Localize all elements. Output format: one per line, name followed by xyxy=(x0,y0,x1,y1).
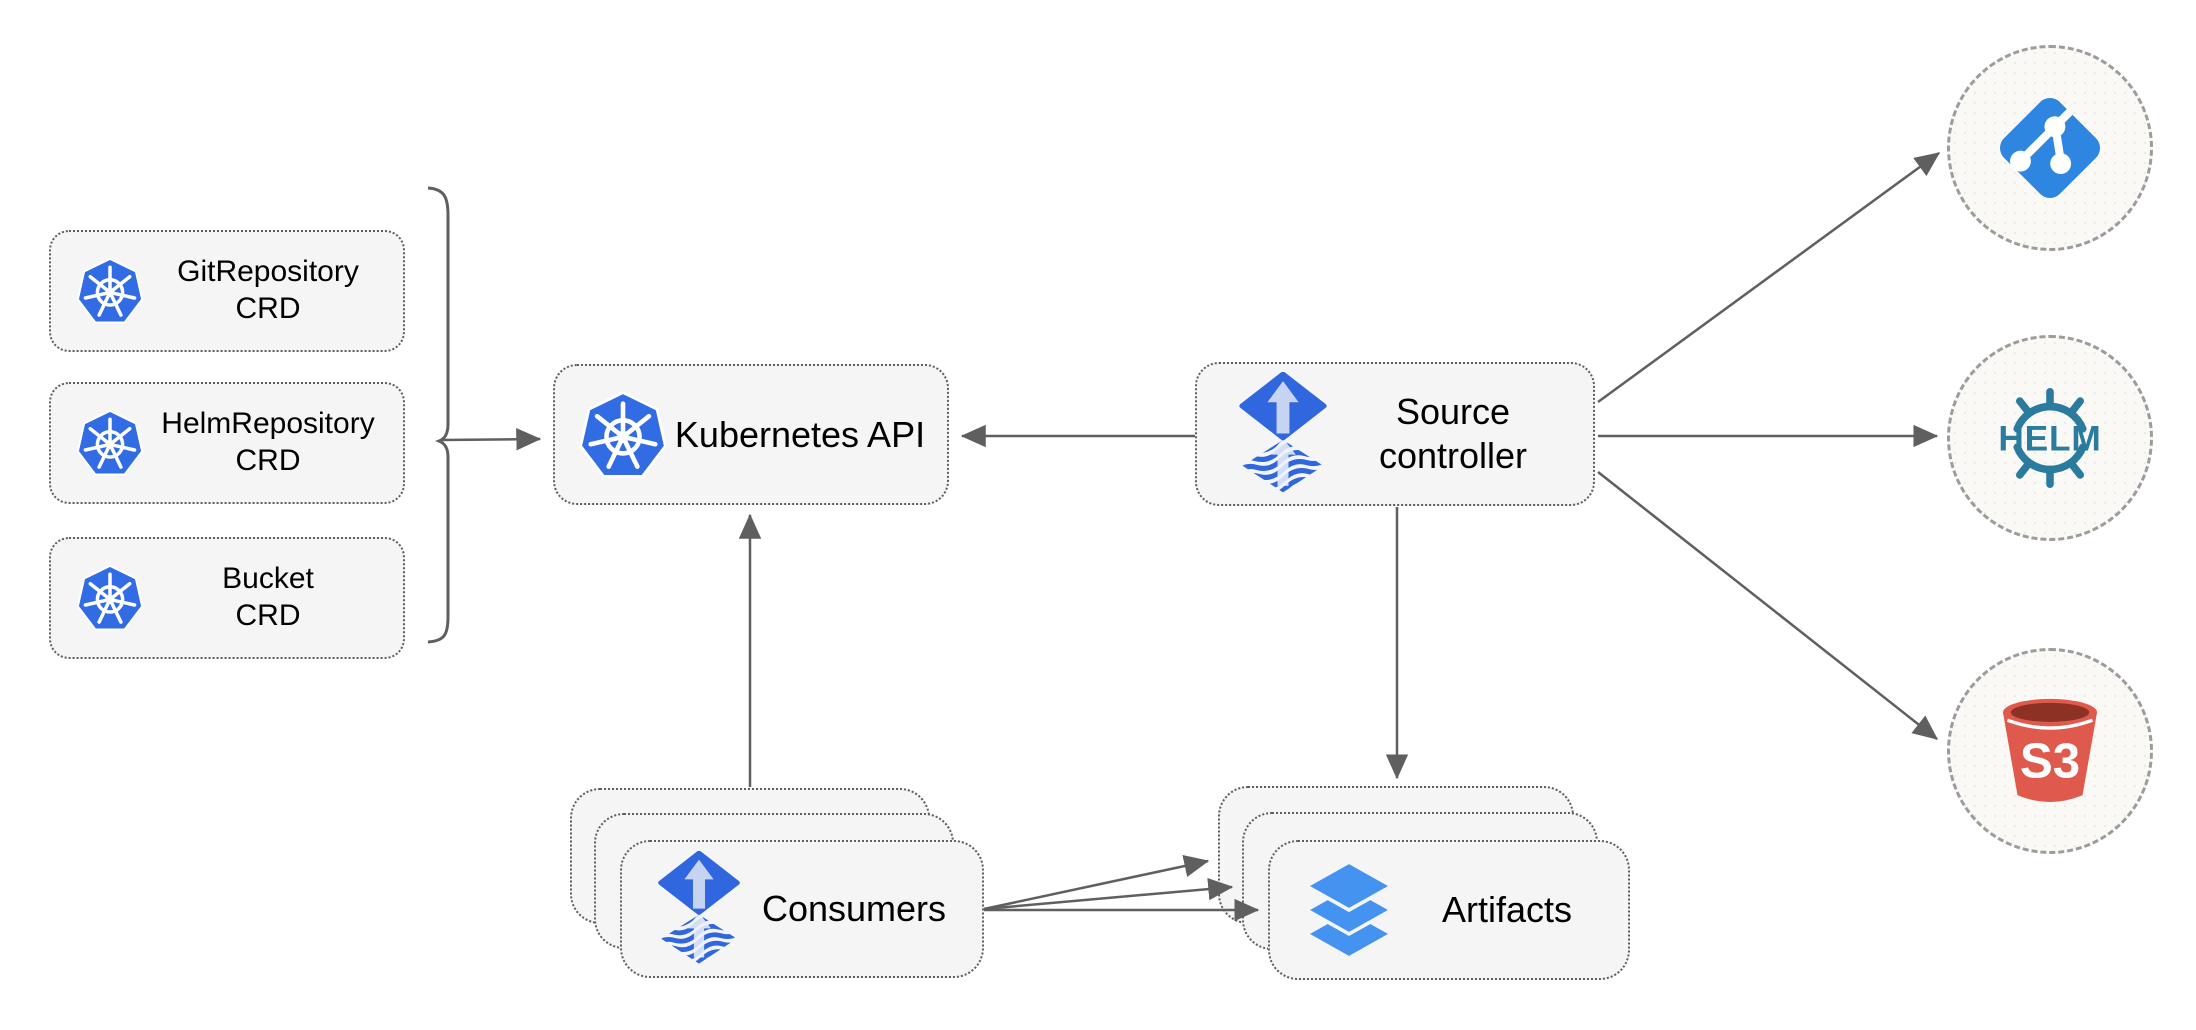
bracket-crds xyxy=(427,186,450,644)
node-label: Artifacts xyxy=(1441,889,1573,931)
edge-source-controller-to-s3 xyxy=(1597,471,1938,740)
node-artifacts: Artifacts xyxy=(1268,840,1630,980)
git-icon xyxy=(1992,90,2108,206)
edge-consumers-to-artifacts-2 xyxy=(983,877,1234,911)
edge-crds-to-kubernetes-api xyxy=(440,427,542,451)
flux-icon xyxy=(1237,372,1329,496)
kubernetes-icon xyxy=(75,563,145,633)
node-label: Kubernetes API xyxy=(674,413,926,455)
edge-consumers-to-artifacts-1 xyxy=(983,854,1210,911)
s3-bucket-icon: S3 xyxy=(1994,692,2106,810)
target-helm: HELM xyxy=(1947,335,2153,541)
helm-icon: HELM xyxy=(1987,383,2113,493)
layers-icon xyxy=(1296,860,1402,960)
target-s3: S3 xyxy=(1947,648,2153,854)
edge-source-controller-to-git xyxy=(1597,151,1941,404)
node-label: Consumers xyxy=(761,888,947,930)
kubernetes-icon xyxy=(75,256,145,326)
helm-logo-text: HELM xyxy=(1998,420,2101,459)
flux-icon xyxy=(656,851,742,967)
kubernetes-icon xyxy=(577,389,669,481)
s3-logo-text: S3 xyxy=(2020,733,2080,788)
node-consumers: Consumers xyxy=(620,840,984,978)
target-git xyxy=(1947,45,2153,251)
node-kubernetes-api: Kubernetes API xyxy=(553,364,949,505)
kubernetes-icon xyxy=(75,408,145,478)
